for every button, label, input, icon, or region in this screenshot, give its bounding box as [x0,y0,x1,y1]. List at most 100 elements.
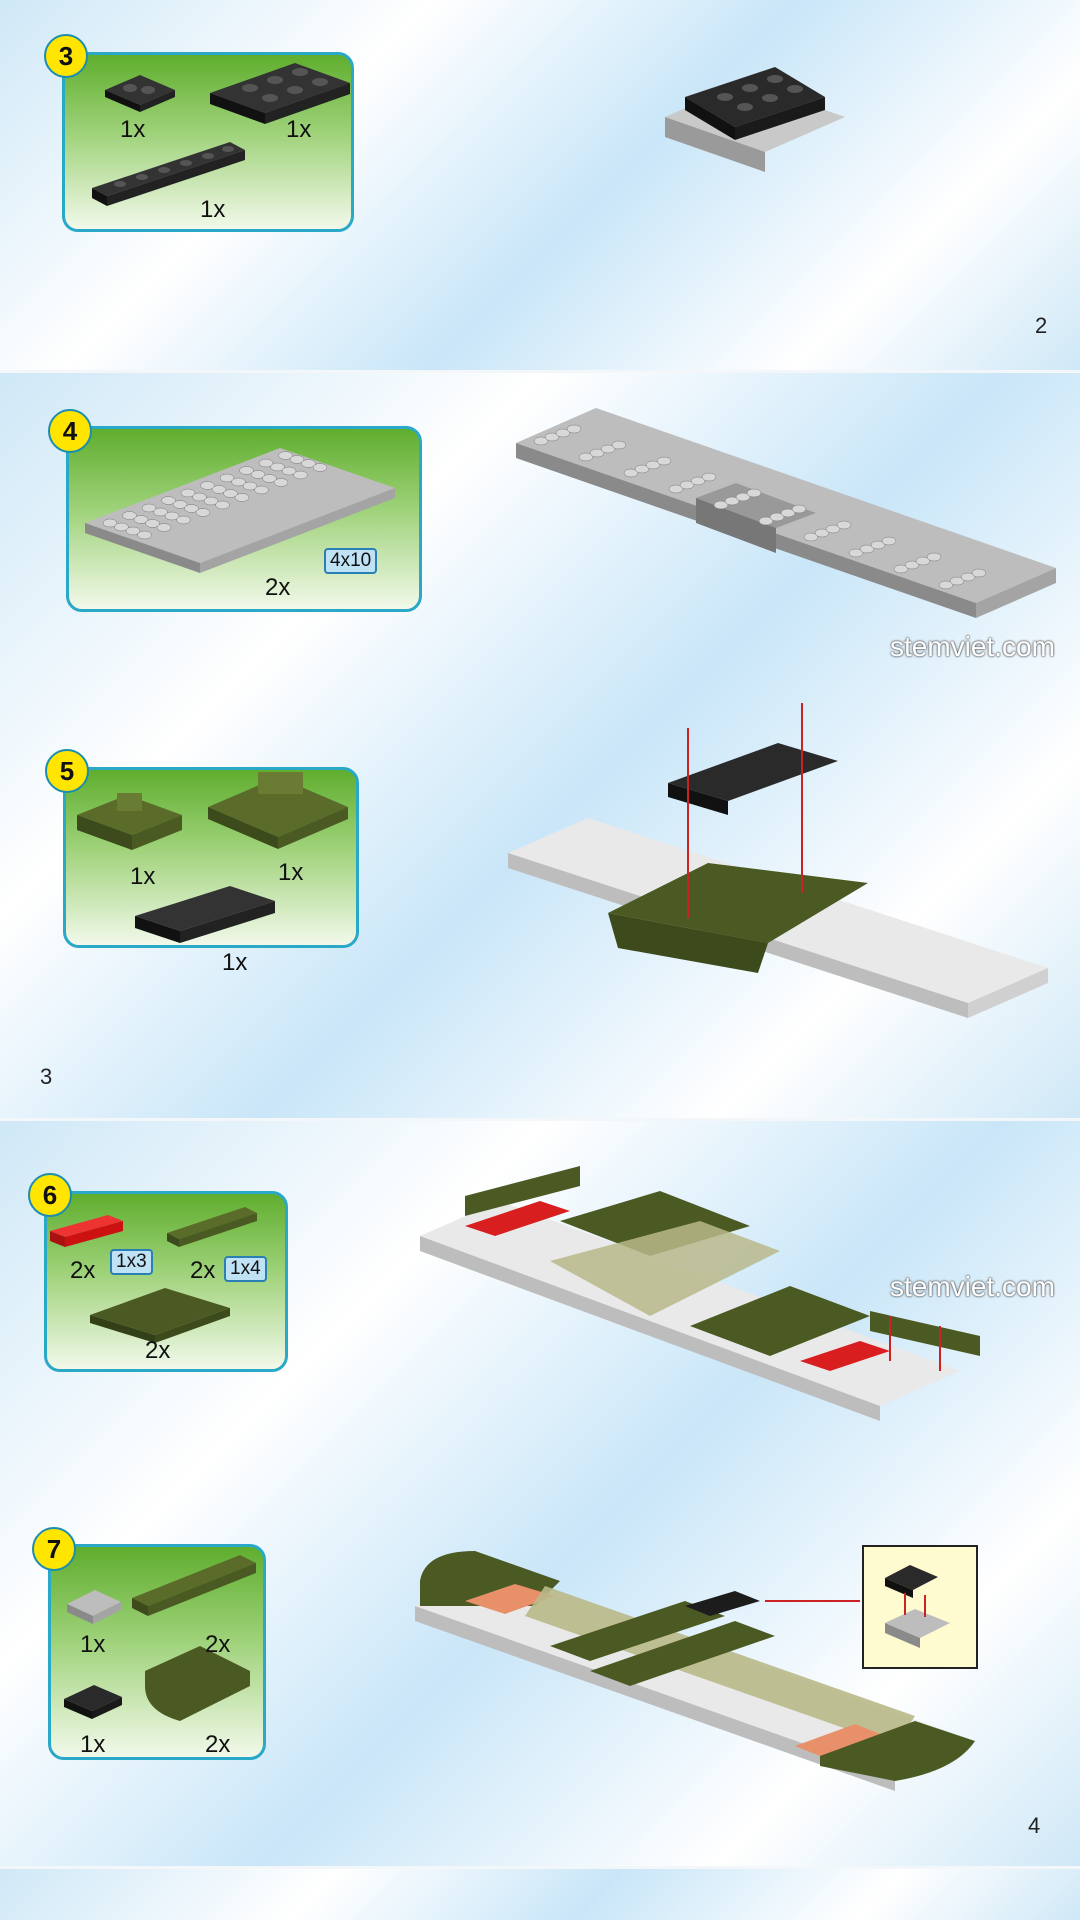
stud [192,492,207,502]
stud [184,504,199,513]
stud [141,503,157,513]
step-5-qty-1: 1x [130,863,156,890]
stud [713,500,729,510]
step-4-assembly-model [516,408,1056,618]
stud [566,424,582,434]
stud [803,532,819,542]
stud [114,522,129,532]
watermark: stemviet.com [890,631,1055,662]
step-7-qty-2: 2x [205,1631,231,1658]
stud [258,458,274,468]
stud [281,466,297,476]
step-6-qty-1: 2x [70,1257,96,1284]
step-6-size-tag-1: 1x3 [110,1249,153,1275]
step-6-qty-3: 2x [145,1337,171,1364]
stud [533,436,549,446]
step-4-model-studs [533,424,987,590]
stud [145,519,160,528]
step-5-part-olive-slope-b [208,772,348,849]
stud [273,478,289,487]
stud [242,481,258,491]
stud [203,496,219,506]
step-6-qty-2: 2x [190,1257,216,1284]
stud [289,455,305,464]
step-3-qty-1: 1x [120,116,146,143]
stud [180,488,196,498]
stud [668,484,684,494]
step-3-assembly-model [665,67,845,172]
stud [215,500,230,510]
stud [870,540,886,550]
page-number-3: 3 [40,1064,53,1089]
step-4-plate-studs [102,451,328,540]
page-number-2: 2 [1035,313,1048,338]
stud [102,518,118,528]
stud [904,560,920,570]
page-5-partial [0,1869,1080,1920]
page-number-4: 4 [1028,1813,1041,1838]
step-4-part-plate-4x10 [85,448,395,573]
stud [239,466,254,475]
step-5-part-black-plate [135,886,275,943]
stud [153,507,168,517]
stud [250,470,266,479]
step-5-badge: 5 [45,749,89,793]
watermark-2: stemviet.com [890,1271,1055,1302]
stud [176,515,191,525]
stud [133,515,149,524]
stud [172,500,188,509]
step-7-part-gray-1x1 [67,1590,121,1624]
step-3-qty-2: 1x [286,116,312,143]
stud [312,463,328,472]
step-6-size-tag-2: 1x4 [224,1256,267,1282]
step-7-qty-3: 1x [80,1731,106,1758]
stud [156,523,172,532]
step-4-size-tag: 4x10 [324,548,378,574]
stud [122,511,137,520]
stud [859,544,875,554]
stud [938,580,954,590]
step-7-assembly-model [415,1551,975,1791]
stud [971,568,987,578]
stud [949,576,965,586]
stud [544,432,560,442]
stud [724,496,740,506]
stud [293,470,308,480]
stud [623,468,639,478]
stud [960,572,976,582]
stud [926,552,942,562]
stud [164,511,180,521]
step-5-part-olive-slope-a [77,793,182,850]
stud [645,460,661,470]
step-7-qty-1: 1x [80,1631,106,1658]
stud [200,481,215,490]
step-3-part-plate-2x4 [210,63,350,124]
page-3: 4 4x10 2x stemviet.com 5 1x 1x 1x 3 [0,373,1080,1118]
stud [578,452,594,462]
stud [278,451,293,460]
stud [679,480,695,490]
stud [137,530,152,540]
step-6-part-red-1x3 [50,1215,123,1247]
step-6-part-olive-tile [90,1288,230,1343]
step-5-qty-3: 1x [222,949,248,976]
stud [600,444,616,454]
page-2: 3 1x 1x 1x 2 [0,0,1080,370]
stud [656,456,672,466]
stud [211,485,227,494]
stud [769,512,785,522]
stud [231,477,246,487]
step-7-part-black-clip [64,1685,122,1719]
step-7-part-olive-round-tile [145,1646,250,1721]
stud [611,440,627,450]
stud [893,564,909,574]
stud [634,464,650,474]
stud [791,504,807,514]
step-7-callout-parts [885,1565,950,1648]
stud [836,520,852,530]
stud [848,548,864,558]
stud [690,476,706,486]
stud [589,448,605,458]
page-4: 6 1x3 1x4 2x 2x 2x stemviet.com 7 1x 2x [0,1121,1080,1866]
step-6-part-olive-1x4 [167,1207,257,1247]
